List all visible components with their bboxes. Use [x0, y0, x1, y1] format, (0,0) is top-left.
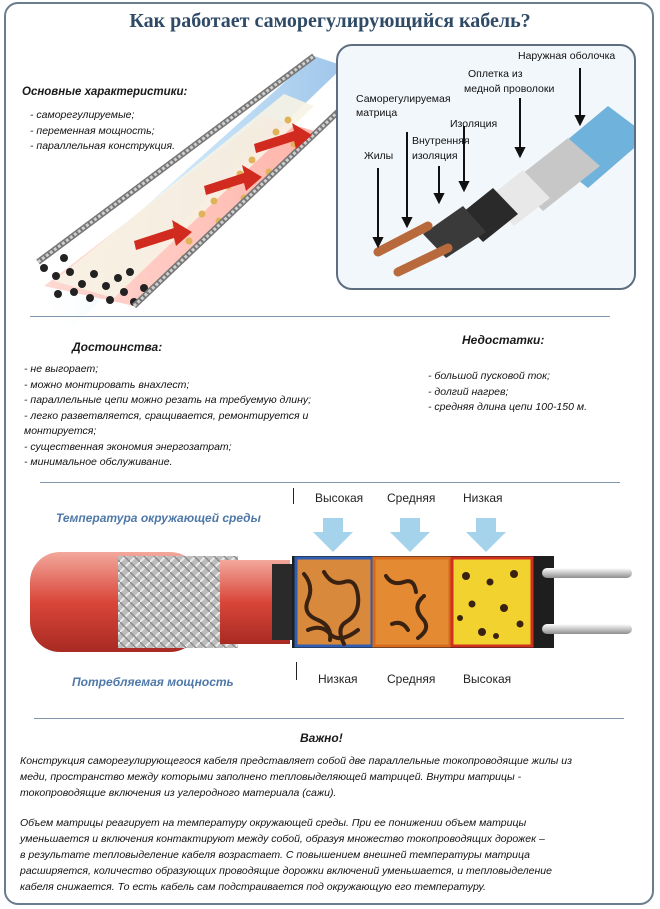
paragraph-line: Конструкция саморегулирующегося кабеля п… [20, 755, 572, 767]
paragraph-line: Объем матрицы реагирует на температуру о… [20, 817, 527, 829]
power-level-high: Высокая [463, 672, 512, 686]
characteristic-item: - переменная мощность; [30, 124, 155, 137]
tick-mark [296, 662, 297, 680]
advantages-list: - не выгорает; - можно монтировать внахл… [24, 362, 311, 471]
label-cores: Жилы [364, 150, 394, 162]
power-consumption-label: Потребляемая мощность [72, 675, 234, 689]
important-paragraph-2: Объем матрицы реагирует на температуру о… [20, 815, 552, 895]
ambient-temperature-label: Температура окружающей среды [56, 511, 261, 525]
label-inner-insulation-line1: Внутренняя [412, 135, 470, 147]
tick-mark [293, 488, 294, 504]
characteristics-list: - саморегулируемые; - переменная мощност… [30, 108, 175, 155]
disadvantages-list: - большой пусковой ток; - долгий нагрев;… [428, 369, 587, 416]
cable-construction-panel: Наружная оболочка Оплетка из медной пров… [336, 44, 636, 290]
advantage-item: - легко разветвляется, сращивается, ремо… [24, 409, 309, 422]
advantage-item: - существенная экономия энергозатрат; [24, 440, 232, 453]
disadvantage-item: - большой пусковой ток; [428, 370, 550, 382]
characteristics-heading: Основные характеристики: [22, 86, 188, 98]
paragraph-line: меди, пространство между которыми заполн… [20, 771, 522, 783]
ambient-level-high: Высокая [315, 491, 364, 505]
divider [30, 316, 610, 317]
label-outer-sheath: Наружная оболочка [518, 50, 616, 62]
label-matrix-line2: матрица [356, 107, 398, 119]
divider [34, 718, 624, 719]
advantage-item: - можно монтировать внахлест; [24, 378, 190, 391]
label-matrix-line1: Саморегулируемая [356, 93, 451, 105]
heating-cable-diagram [30, 518, 632, 652]
page-title: Как работает саморегулирующийся кабель? [129, 10, 531, 32]
advantage-item: - минимальное обслуживание. [24, 456, 173, 468]
cable-layers-illustration [372, 68, 634, 277]
cable-interior-illustration [34, 53, 344, 326]
label-copper-braid-line1: Оплетка из [468, 68, 523, 80]
characteristic-item: - параллельная конструкция. [30, 140, 176, 152]
power-level-low: Низкая [318, 672, 358, 686]
advantage-item: монтируется; [24, 425, 97, 437]
advantage-item: - параллельные цепи можно резать на треб… [24, 394, 312, 406]
disadvantage-item: - долгий нагрев; [428, 385, 509, 398]
paragraph-line: кабеля снижается. То есть кабель сам под… [20, 881, 486, 893]
paragraph-line: токопроводящие включения из углеродного … [20, 787, 337, 799]
paragraph-line: расширяется, количество образующих прово… [20, 865, 552, 877]
label-inner-insulation-line2: изоляция [412, 150, 458, 162]
page-frame [4, 2, 654, 905]
advantages-heading: Достоинства: [72, 340, 163, 354]
ambient-level-medium: Средняя [387, 491, 436, 505]
characteristic-item: - саморегулируемые; [30, 109, 135, 121]
ambient-level-low: Низкая [463, 491, 503, 505]
paragraph-line: уменьшается и включения контактируют меж… [20, 833, 545, 845]
divider [40, 482, 620, 483]
important-heading: Важно! [300, 731, 343, 745]
label-insulation: Изоляция [450, 118, 498, 130]
disadvantage-item: - средняя длина цепи 100-150 м. [428, 401, 587, 413]
important-paragraph-1: Конструкция саморегулирующегося кабеля п… [20, 753, 572, 801]
label-copper-braid-line2: медной проволоки [464, 83, 555, 95]
paragraph-line: в результате тепловыделение кабеля возра… [20, 849, 530, 861]
disadvantages-heading: Недостатки: [462, 333, 545, 347]
advantage-item: - не выгорает; [24, 363, 99, 375]
power-level-medium: Средняя [387, 672, 436, 686]
